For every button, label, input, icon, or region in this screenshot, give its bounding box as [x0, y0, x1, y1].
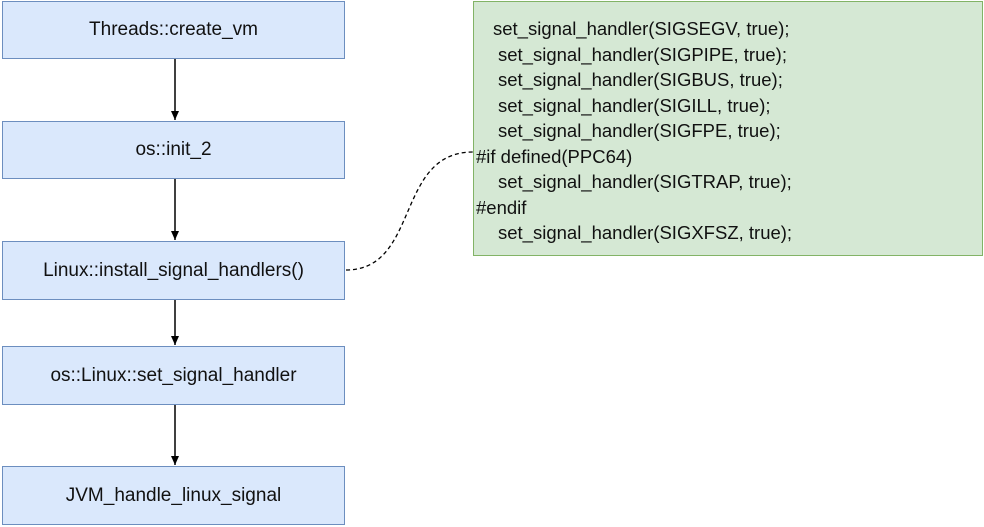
code-line: set_signal_handler(SIGTRAP, true);: [498, 171, 792, 192]
node-threads-create-vm: Threads::create_vm: [2, 1, 345, 59]
code-line: set_signal_handler(SIGFPE, true);: [498, 120, 781, 141]
node-label: os::init_2: [135, 139, 212, 160]
code-line: #if defined(PPC64): [476, 145, 633, 167]
node-label: JVM_handle_linux_signal: [65, 484, 282, 506]
code-line: set_signal_handler(SIGBUS, true);: [498, 69, 783, 90]
node-label: Linux::install_signal_handlers(): [43, 259, 304, 281]
dashed-connector-to-code-block: [345, 151, 474, 271]
code-line: set_signal_handler(SIGILL, true);: [498, 94, 771, 116]
node-linux-install-signal-handlers: Linux::install_signal_handlers(): [2, 241, 345, 300]
code-line: set_signal_handler(SIGSEGV, true);: [493, 18, 790, 39]
node-os-linux-set-signal-handler: os::Linux::set_signal_handler: [2, 346, 345, 405]
node-label: os::Linux::set_signal_handler: [50, 364, 297, 386]
node-jvm-handle-linux-signal: JVM_handle_linux_signal: [2, 466, 345, 525]
code-line: #endif: [476, 196, 527, 218]
node-os-init-2: os::init_2: [2, 121, 345, 179]
code-line: set_signal_handler(SIGPIPE, true);: [498, 43, 787, 65]
code-block: set_signal_handler(SIGSEGV, true); set_s…: [473, 1, 983, 256]
code-line: set_signal_handler(SIGXFSZ, true);: [498, 222, 793, 243]
node-label: Threads::create_vm: [89, 19, 258, 40]
